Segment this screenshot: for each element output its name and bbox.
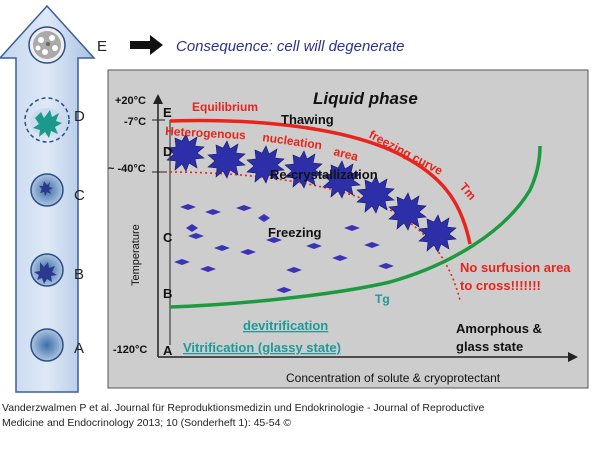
cell-c-ice-crystals — [30, 173, 64, 207]
axis-letter-d: D — [163, 144, 172, 159]
devitrification-label: devitrification — [243, 318, 328, 333]
cell-a-intact — [30, 328, 64, 362]
ice-crystals-large — [166, 133, 457, 253]
recrystallization-label: Re-crystallization — [270, 167, 378, 182]
temp-plus20: +20°C — [115, 95, 146, 107]
amorphous-line2: glass state — [456, 339, 523, 354]
freezing-label: Freezing — [268, 225, 322, 240]
stage-label-a: A — [74, 340, 84, 357]
axis-letter-b: B — [163, 286, 172, 301]
axis-letter-e: E — [163, 105, 172, 120]
citation-caption: Vanderzwalmen P et al. Journal für Repro… — [2, 401, 598, 431]
temp-minus120: -120°C — [113, 344, 147, 356]
cell-e-degenerated — [28, 26, 66, 64]
ice-crystals-small — [174, 204, 394, 293]
no-surfusion-line1: No surfusion area — [460, 260, 571, 275]
no-surfusion-line2: to cross!!!!!!! — [460, 278, 541, 293]
tg-label: Tg — [375, 292, 390, 306]
citation-line-1: Vanderzwalmen P et al. Journal für Repro… — [2, 402, 485, 414]
y-axis-label: Temperature — [130, 224, 142, 286]
axis-letter-a: A — [163, 343, 173, 358]
citation-line-2: Medicine and Endocrinology 2013; 10 (Son… — [2, 417, 292, 429]
axes — [152, 94, 578, 362]
tg-curve — [169, 145, 542, 309]
vitrification-label: Vitrification (glassy state) — [183, 340, 341, 355]
amorphous-line1: Amorphous & — [456, 321, 542, 336]
stage-label-d: D — [74, 108, 85, 125]
cell-b-nucleation — [30, 253, 64, 287]
cell-d-crystallized — [24, 97, 70, 143]
consequence-text: Consequence: cell will degenerate — [176, 38, 404, 55]
temp-minus40: ~ -40°C — [108, 163, 146, 175]
area-label: area — [332, 144, 360, 164]
equilibrium-label: Equilibrium — [192, 100, 258, 114]
heterogenous-label: Heterogenous — [165, 124, 247, 142]
thawing-label: Thawing — [281, 112, 334, 127]
stage-label-e: E — [97, 38, 107, 55]
liquid-phase-title: Liquid phase — [313, 89, 418, 108]
axis-letter-c: C — [163, 230, 173, 245]
stage-label-b: B — [74, 266, 84, 283]
consequence-arrow-icon — [130, 35, 163, 55]
stage-label-c: C — [74, 187, 85, 204]
temp-minus7: -7°C — [124, 116, 146, 128]
freezing-curve-tm — [169, 118, 472, 245]
x-axis-label: Concentration of solute & cryoprotectant — [286, 371, 501, 385]
